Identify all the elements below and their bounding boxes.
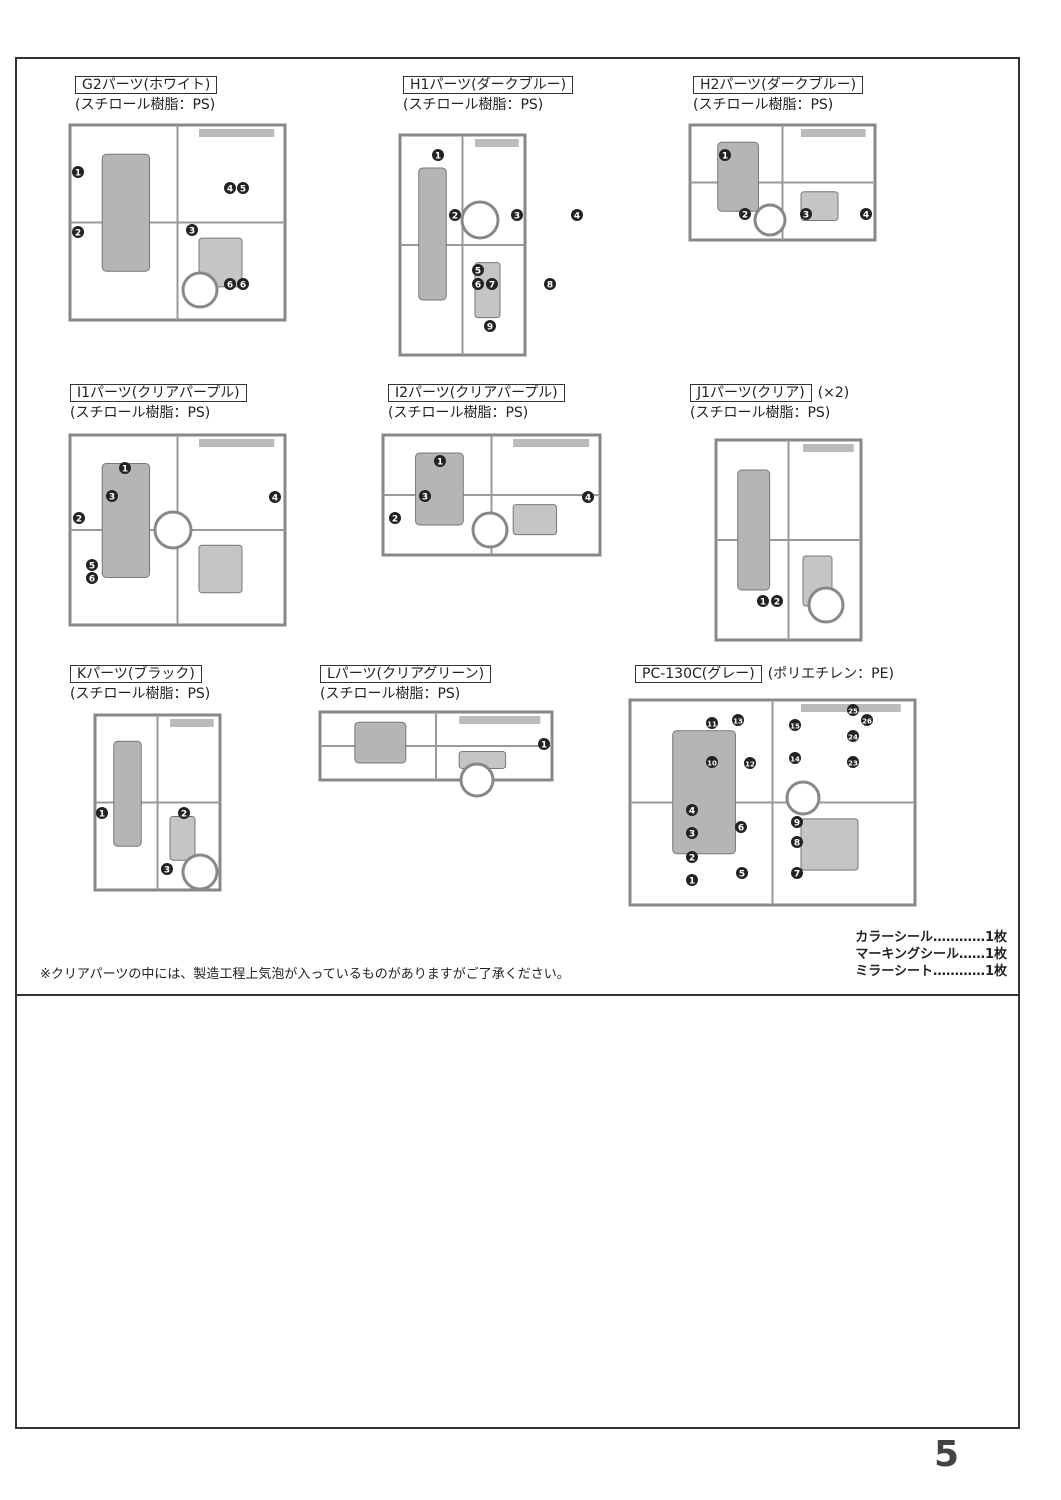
sticker-item: カラーシール…………1枚 [855, 930, 1007, 945]
sprue-title: PC-130C(グレー) [635, 665, 762, 683]
clear-parts-note: ※クリアパーツの中には、製造工程上気泡が入っているものがありますがご了承ください… [40, 967, 570, 982]
sprue-title: H1パーツ(ダークブルー) [403, 76, 574, 94]
sprue-title: J1パーツ(クリア) [690, 384, 812, 402]
sprue-label-h1: H1パーツ(ダークブルー) (スチロール樹脂：PS) [403, 76, 574, 113]
sprue-label-l: Lパーツ(クリアグリーン) (スチロール樹脂：PS) [320, 665, 492, 702]
sprue-label-g2: G2パーツ(ホワイト) (スチロール樹脂：PS) [75, 76, 218, 113]
sprue-label-k: Kパーツ(ブラック) (スチロール樹脂：PS) [70, 665, 210, 702]
sprue-material: (スチロール樹脂：PS) [320, 686, 461, 702]
sprue-material: (スチロール樹脂：PS) [690, 405, 831, 421]
sprue-material: (スチロール樹脂：PS) [403, 97, 544, 113]
page-number: 5 [934, 1434, 960, 1475]
sprue-label-h2: H2パーツ(ダークブルー) (スチロール樹脂：PS) [693, 76, 864, 113]
sprue-title: H2パーツ(ダークブルー) [693, 76, 864, 94]
sprue-label-j1: J1パーツ(クリア) (×2) (スチロール樹脂：PS) [690, 384, 849, 421]
sprue-label-pc: PC-130C(グレー) (ポリエチレン：PE) [635, 665, 894, 683]
sprue-extra: (×2) [817, 385, 850, 401]
sprue-title: Lパーツ(クリアグリーン) [320, 665, 492, 683]
sprue-title: I1パーツ(クリアパープル) [70, 384, 247, 402]
sprue-title: G2パーツ(ホワイト) [75, 76, 218, 94]
sticker-item: ミラーシート…………1枚 [855, 964, 1007, 979]
sprue-material: (スチロール樹脂：PS) [70, 405, 211, 421]
sprue-title: Kパーツ(ブラック) [70, 665, 202, 683]
section-divider [15, 994, 1020, 996]
sprue-label-i1: I1パーツ(クリアパープル) (スチロール樹脂：PS) [70, 384, 247, 421]
sprue-material: (スチロール樹脂：PS) [75, 97, 216, 113]
sprue-material: (スチロール樹脂：PS) [693, 97, 834, 113]
sticker-item: マーキングシール……1枚 [855, 947, 1007, 962]
sticker-list: カラーシール…………1枚 マーキングシール……1枚 ミラーシート…………1枚 [855, 929, 1007, 980]
sprue-material: (スチロール樹脂：PS) [70, 686, 211, 702]
sprue-material: (スチロール樹脂：PS) [388, 405, 529, 421]
sprue-extra: (ポリエチレン：PE) [767, 666, 894, 682]
sprue-title: I2パーツ(クリアパープル) [388, 384, 565, 402]
page-frame [15, 57, 1020, 1429]
sprue-label-i2: I2パーツ(クリアパープル) (スチロール樹脂：PS) [388, 384, 565, 421]
